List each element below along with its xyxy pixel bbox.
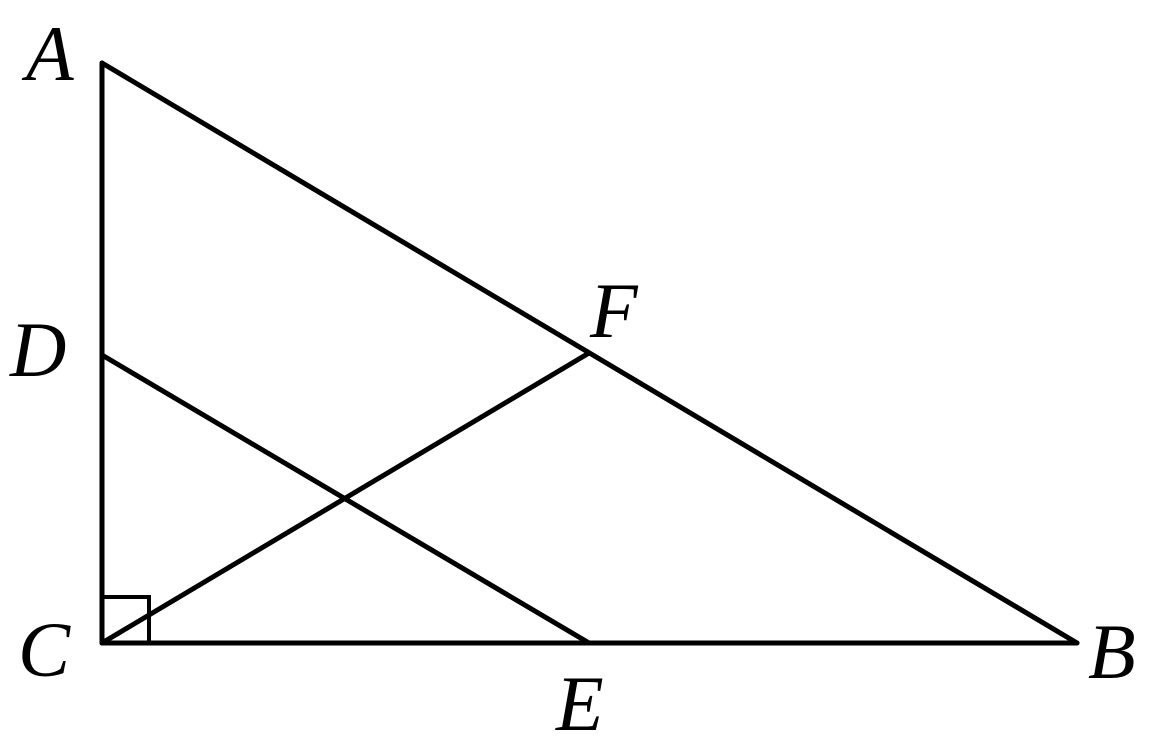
- label-a: A: [21, 10, 74, 97]
- label-f: F: [589, 267, 639, 354]
- label-c: C: [18, 606, 71, 693]
- segment-cf: [99, 350, 592, 646]
- label-b: B: [1088, 608, 1136, 695]
- right-angle-marker: [102, 595, 151, 643]
- label-d: D: [9, 306, 66, 393]
- label-e: E: [555, 660, 604, 739]
